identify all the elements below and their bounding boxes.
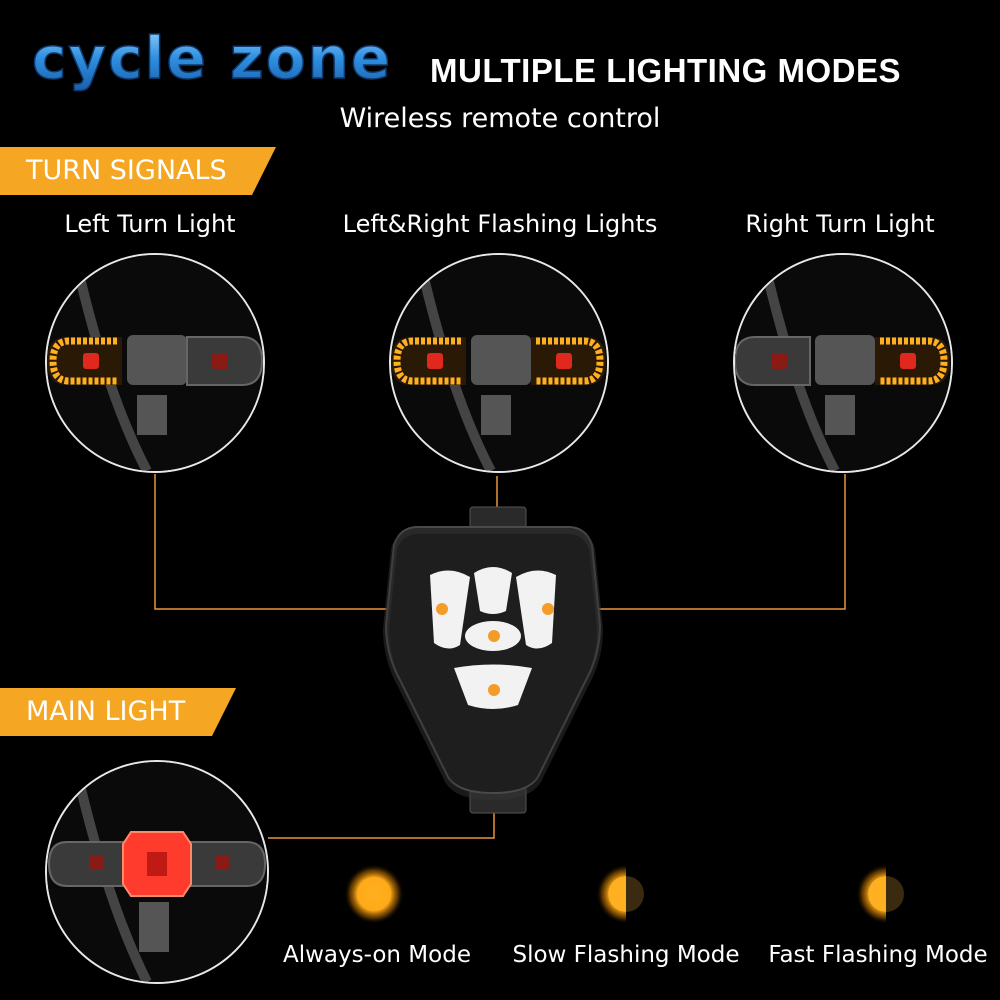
remote-top-button [474, 567, 512, 614]
right-turn-photo [733, 253, 953, 473]
both-flash-photo [389, 253, 609, 473]
left-turn-label: Left Turn Light [64, 210, 236, 238]
right-turn-label: Right Turn Light [745, 210, 935, 238]
banner-shape [0, 147, 276, 195]
page-subtitle: Wireless remote control [339, 103, 661, 134]
brand-logo: cycle zone [28, 23, 391, 94]
both-flash-label: Left&Right Flashing Lights [342, 210, 658, 238]
brand-logo-graphic: cycle zone [31, 23, 391, 93]
turn-signals-banner: TURN SIGNALS [0, 147, 276, 195]
slow-flash-indicator [596, 864, 644, 924]
fast-flash-indicator [856, 864, 904, 924]
remote-left-button [430, 570, 470, 649]
main-light-label: MAIN LIGHT [26, 696, 186, 727]
main-light-banner: MAIN LIGHT [0, 688, 236, 736]
slow-flash-label: Slow Flashing Mode [512, 942, 740, 968]
always-on-indicator [344, 864, 404, 924]
main-light-photo [45, 760, 269, 984]
turn-signals-label: TURN SIGNALS [26, 155, 227, 186]
banner-shape [0, 688, 236, 736]
page-title: MULTIPLE LIGHTING MODES [430, 52, 902, 89]
always-on-label: Always-on Mode [283, 942, 471, 968]
brand-logo-text: cycle zone [32, 24, 388, 92]
left-turn-photo [45, 253, 265, 473]
remote-right-button [516, 570, 556, 649]
fast-flash-label: Fast Flashing Mode [768, 942, 988, 968]
